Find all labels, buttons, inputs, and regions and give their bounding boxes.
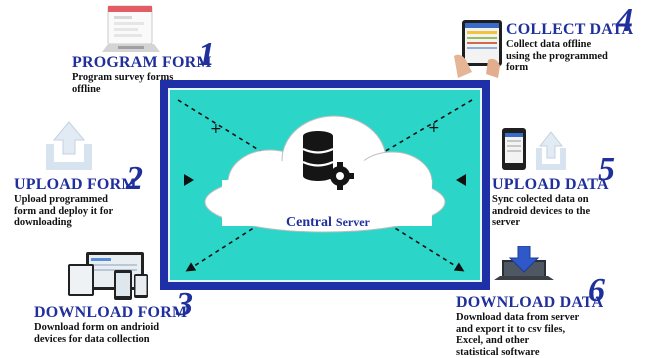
- step-title: DOWNLOAD FORM: [34, 304, 188, 321]
- step-upload-data: UPLOAD DATA Sync colected data on androi…: [492, 176, 622, 229]
- arrowhead-upload-form: [184, 174, 194, 186]
- central-panel: + +: [168, 88, 482, 282]
- step-description: Upload programmed form and deploy it for…: [14, 194, 114, 228]
- step-number: 6: [588, 272, 605, 309]
- tablet-hand-icon: [454, 20, 502, 78]
- arrow-program-to-server: [177, 99, 263, 153]
- step-title: COLLECT DATA: [506, 21, 634, 38]
- database-gear-icon: [302, 131, 354, 190]
- step-number: 2: [126, 160, 143, 197]
- arrow-server-to-download-data: [381, 219, 465, 272]
- step-collect-data: COLLECT DATA Collect data offline using …: [506, 21, 634, 74]
- step-number: 1: [198, 36, 215, 73]
- step-description: Download form on andrioid devices for da…: [34, 322, 160, 345]
- plus-mark: +: [210, 121, 222, 137]
- step-description: Sync colected data on android devices to…: [492, 194, 591, 228]
- step-number: 4: [616, 2, 633, 39]
- step-upload-form: UPLOAD FORM Upload programmed form and d…: [14, 176, 164, 229]
- devices-icon: [68, 252, 148, 300]
- step-title: UPLOAD FORM: [14, 176, 137, 193]
- upload-arrow-icon: [46, 121, 92, 170]
- step-description: Download data from server and export it …: [456, 312, 580, 358]
- step-download-form: DOWNLOAD FORM Download form on andrioid …: [34, 304, 204, 345]
- step-download-data: DOWNLOAD DATA Download data from server …: [456, 294, 606, 358]
- step-title: DOWNLOAD DATA: [456, 294, 604, 311]
- arrow-server-to-download-form: [185, 219, 267, 272]
- server-label-word2: Server: [335, 215, 370, 229]
- step-title: UPLOAD DATA: [492, 176, 609, 193]
- step-number: 5: [598, 151, 615, 188]
- server-label: Central Server: [286, 213, 370, 231]
- plus-mark: +: [428, 120, 440, 136]
- phone-upload-icon: [502, 128, 566, 170]
- central-frame: + +: [160, 80, 490, 290]
- server-label-word1: Central: [286, 215, 332, 230]
- flow-arrows: + +: [177, 99, 473, 272]
- step-title: PROGRAM FORM: [72, 54, 212, 71]
- arrowhead-upload-data: [456, 174, 466, 186]
- step-description: Program survey forms offline: [72, 72, 174, 95]
- form-design-icon: [102, 5, 160, 52]
- step-program-form: PROGRAM FORM Program survey forms offlin…: [72, 54, 242, 95]
- step-description: Collect data offline using the programme…: [506, 39, 608, 73]
- arrow-server-to-collect: [383, 99, 473, 153]
- laptop-download-icon: [494, 246, 554, 280]
- step-number: 3: [176, 286, 193, 323]
